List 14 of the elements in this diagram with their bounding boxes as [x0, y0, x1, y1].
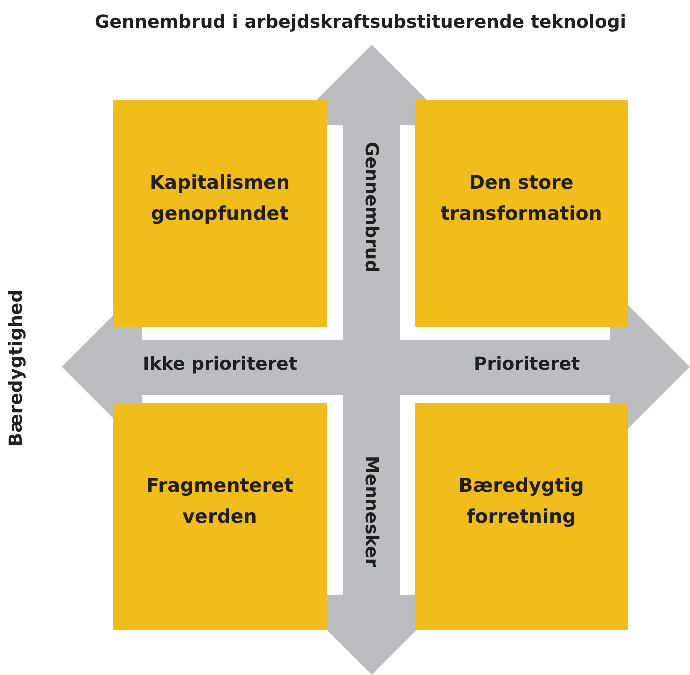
scenario-box: [415, 403, 628, 630]
axis-label: Gennembrud: [361, 142, 382, 274]
scenario-title: Kapitalismen genopfundet: [148, 171, 292, 227]
scenario-box: [113, 100, 327, 327]
scenario-box: [113, 403, 327, 630]
scenario-title: Den store transformation: [440, 171, 604, 227]
scenario-title: Fragmenteret verden: [145, 474, 295, 530]
axis-label: Ikke prioriteret: [143, 354, 298, 375]
axis-title: Gennembrud i arbejdskraftsubstituerende teknologi: [95, 12, 626, 33]
scenario-box: [415, 100, 628, 327]
scenario-title: Bæredygtig forretning: [458, 474, 586, 530]
axis-title: Bæredygtighed: [6, 290, 27, 447]
axis-label: Prioriteret: [474, 354, 580, 375]
axis-label: Mennesker: [361, 456, 382, 568]
